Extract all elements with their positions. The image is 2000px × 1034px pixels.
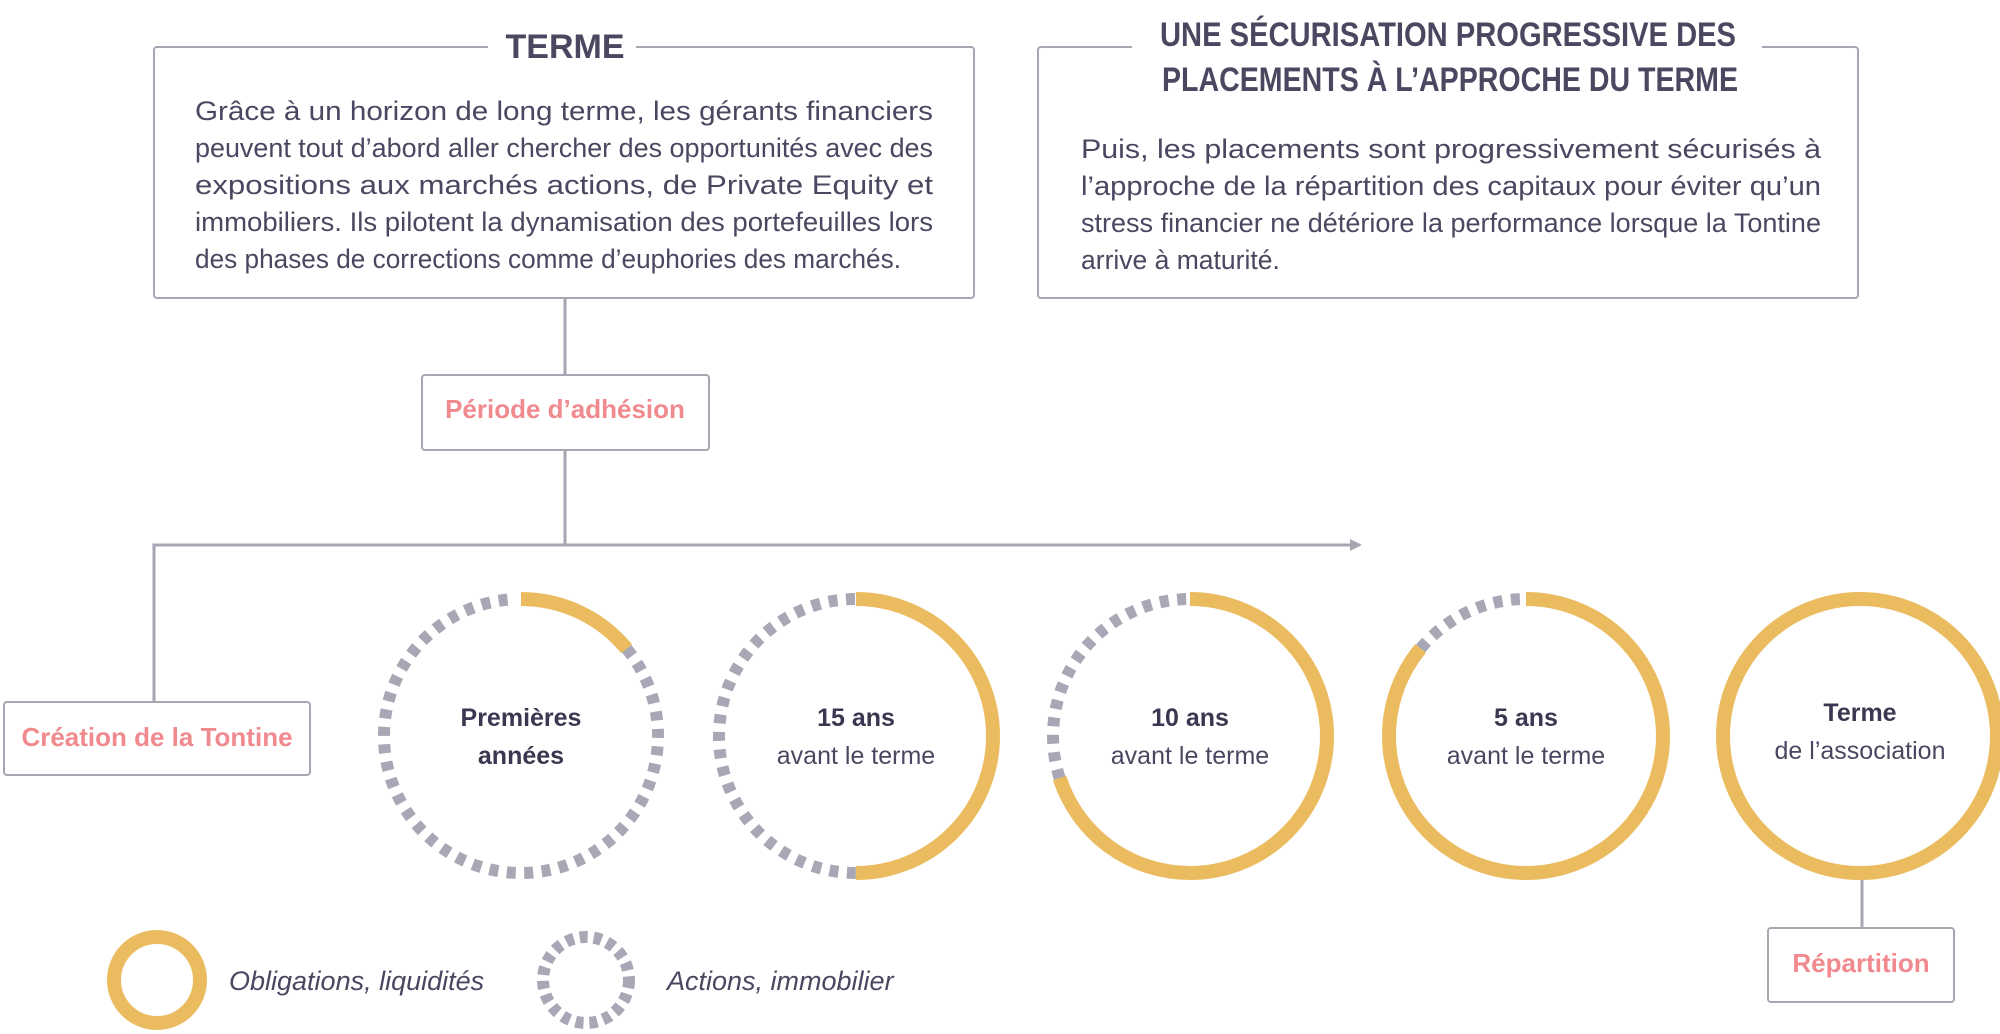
terme-line-3: expositions aux marchés actions, de Priv… (195, 170, 934, 200)
ring-1-gold-arc (712, 592, 1000, 880)
ring-2-line-2: avant le terme (1111, 742, 1269, 770)
securisation-title-line-1: UNE SÉCURISATION PROGRESSIVE DES (1160, 16, 1736, 54)
terme-line-4: immobiliers. Ils pilotent la dynamisatio… (195, 207, 933, 237)
creation-tontine-box: Création de la Tontine (3, 701, 311, 776)
ring-5-ans: 5 ans avant le terme (1382, 592, 1670, 880)
ring-terme-association: Terme de l’association (1716, 592, 2000, 880)
securisation-line-3: stress financier ne détériore la perform… (1081, 208, 1821, 238)
legend-obligations-label: Obligations, liquidités (229, 966, 484, 996)
ring-3-gold-arc (1382, 592, 1670, 880)
ring-4-line-1: Terme (1823, 699, 1896, 727)
ring-4-gold-arc (1716, 592, 2000, 880)
ring-0-line-1: Premières (461, 704, 582, 732)
ring-2-line-1: 10 ans (1151, 704, 1229, 732)
ring-premieres-annees: Premières années (377, 592, 665, 880)
repartition-box: Répartition (1767, 927, 1955, 1003)
periode-adhesion-box: Période d’adhésion (421, 374, 710, 451)
legend: Obligations, liquidités Actions, immobil… (107, 930, 895, 1030)
securisation-box: UNE SÉCURISATION PROGRESSIVE DES PLACEME… (1037, 10, 1859, 299)
ring-0-gray-arc (378, 593, 664, 879)
ring-1-line-1: 15 ans (817, 704, 895, 732)
repartition-label: Répartition (1792, 948, 1929, 978)
terme-box: TERME Grâce à un horizon de long terme, … (153, 25, 975, 299)
ring-15-ans: 15 ans avant le terme (712, 592, 1000, 880)
ring-0-gold-arc (377, 592, 665, 880)
ring-3-line-2: avant le terme (1447, 742, 1605, 770)
terme-title: TERME (506, 28, 625, 66)
securisation-line-4: arrive à maturité. (1081, 245, 1280, 275)
securisation-title-line-2: PLACEMENTS À L’APPROCHE DU TERME (1162, 61, 1738, 99)
ring-2-gold-arc (1046, 592, 1334, 880)
legend-gray-ring-icon (537, 931, 635, 1029)
creation-tontine-label: Création de la Tontine (21, 722, 292, 752)
periode-adhesion-label: Période d’adhésion (445, 394, 685, 424)
securisation-line-1: Puis, les placements sont progressivemen… (1081, 134, 1821, 164)
ring-3-line-1: 5 ans (1494, 704, 1558, 732)
securisation-line-2: l’approche de la répartition des capitau… (1081, 171, 1821, 201)
terme-line-2: peuvent tout d’abord aller chercher des … (195, 133, 933, 163)
ring-10-ans: 10 ans avant le terme (1046, 592, 1334, 880)
legend-gold-ring-icon (107, 930, 207, 1030)
ring-1-gray-arc (713, 593, 999, 879)
ring-4-line-2: de l’association (1775, 737, 1946, 765)
ring-2-gray-arc (1047, 593, 1333, 879)
legend-actions-label: Actions, immobilier (665, 966, 895, 996)
timeline-arrow (152, 539, 1362, 702)
ring-0-line-2: années (478, 742, 564, 770)
terme-line-1: Grâce à un horizon de long terme, les gé… (195, 96, 933, 126)
terme-line-5: des phases de corrections comme d’euphor… (195, 244, 901, 274)
ring-1-line-2: avant le terme (777, 742, 935, 770)
